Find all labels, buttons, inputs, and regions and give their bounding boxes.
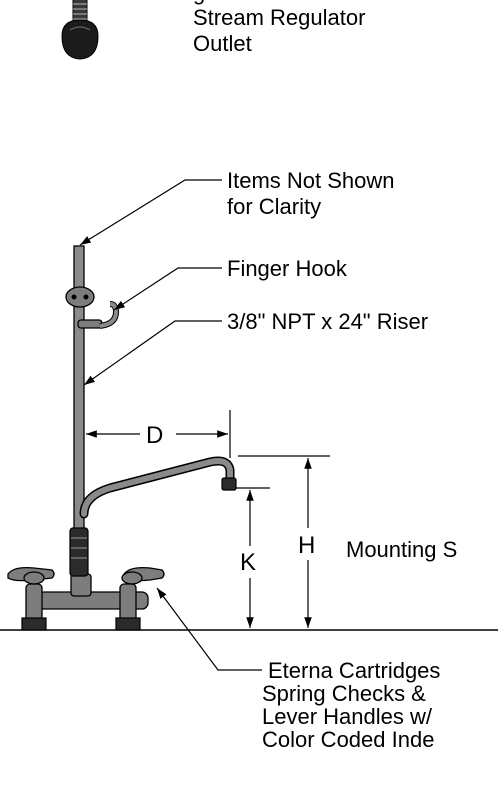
dimension-k: K: [236, 487, 270, 628]
callout-items-not-shown-1: Items Not Shown: [227, 168, 395, 193]
top-callout-line-1: g: [193, 0, 205, 5]
callout-finger-hook: Finger Hook: [227, 256, 348, 281]
leader-cartridges: [156, 587, 262, 671]
callout-cartridges-4: Color Coded Inde: [262, 727, 434, 752]
leader-items-not-shown: [79, 179, 222, 246]
callout-cartridges-1: Eterna Cartridges: [268, 658, 440, 683]
leader-riser: [83, 320, 222, 386]
callout-cartridges-2: Spring Checks &: [262, 681, 426, 706]
riser-pipe: [69, 245, 89, 577]
callout-mounting: Mounting S: [346, 537, 457, 562]
callout-cartridges-3: Lever Handles w/: [262, 704, 433, 729]
dimension-h: H: [238, 455, 330, 628]
faucet-base: [7, 566, 165, 631]
dimension-d-label: D: [146, 422, 163, 449]
swing-spout: [79, 456, 237, 519]
dimension-h-label: H: [298, 532, 315, 559]
dimension-d: D: [86, 410, 231, 458]
top-callout-line-2: Stream Regulator: [193, 5, 365, 30]
top-callout-line-3: Outlet: [193, 31, 252, 56]
dimension-k-label: K: [240, 549, 256, 576]
stream-regulator-outlet-icon: [61, 0, 99, 60]
leader-finger-hook: [113, 267, 222, 311]
callout-riser: 3/8" NPT x 24" Riser: [227, 309, 428, 334]
finger-hook: [65, 286, 120, 329]
callout-items-not-shown-2: for Clarity: [227, 194, 321, 219]
